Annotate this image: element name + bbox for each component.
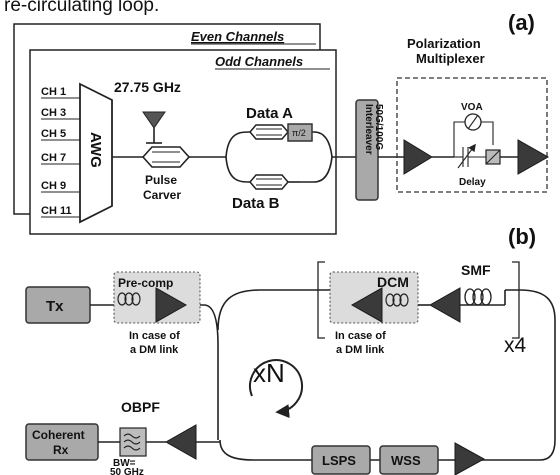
odd-channels-label: Odd Channels — [215, 54, 303, 69]
loop-count-label: xN — [253, 358, 285, 388]
data-b-label: Data B — [232, 195, 280, 212]
pre-comp-label: Pre-comp — [118, 276, 173, 290]
interleaver-block — [355, 99, 379, 201]
amplifier-icon — [155, 287, 188, 323]
pol-mux-box — [396, 77, 548, 193]
coherent-rx-label: Rx — [53, 443, 69, 457]
tx-label: Tx — [46, 298, 64, 315]
dm-link-note: In case of — [129, 330, 180, 342]
pulse-carver-modulator — [141, 146, 191, 168]
panel-a-label: (a) — [508, 10, 535, 35]
interleaver-label: 50G/100G — [373, 104, 384, 150]
amplifier-icon — [517, 139, 550, 175]
recirculating-loop — [217, 289, 556, 461]
phase-shifter-label: π/2 — [292, 128, 306, 138]
channel-label: CH 9 — [41, 180, 66, 192]
obpf-filter-icon — [119, 427, 147, 457]
dm-link-note: In case of — [335, 330, 386, 342]
bandwidth-label: BW= — [113, 458, 136, 469]
panel-b-label: (b) — [508, 224, 536, 249]
data-b-modulator — [249, 174, 289, 190]
amplifier-icon — [428, 287, 461, 323]
dm-link-note: a DM link — [130, 344, 179, 356]
amplifier-icon — [164, 424, 197, 460]
channel-label: CH 1 — [41, 86, 66, 98]
channel-label: CH 5 — [41, 128, 66, 140]
caption-fragment: re-circulating loop. — [4, 0, 159, 16]
lsps-label: LSPS — [322, 453, 356, 468]
amplifier-icon — [403, 139, 433, 175]
span-repeat-bracket — [317, 261, 520, 339]
dcm-label: DCM — [377, 274, 409, 290]
coherent-rx-label: Coherent — [32, 428, 85, 442]
span-repeat-label: x4 — [504, 334, 527, 357]
data-a-modulator — [249, 124, 289, 140]
awg-label: AWG — [87, 132, 104, 168]
data-a-label: Data A — [246, 105, 293, 122]
clock-frequency-label: 27.75 GHz — [114, 79, 181, 95]
bandwidth-label: 50 GHz — [110, 467, 144, 475]
channel-label: CH 11 — [41, 205, 72, 217]
dm-link-note: a DM link — [336, 344, 385, 356]
fiber-coil-icon — [464, 288, 492, 306]
smf-label: SMF — [461, 262, 491, 278]
pulse-carver-label: Carver — [143, 188, 181, 202]
pol-mux-label: Polarization — [407, 36, 481, 51]
fiber-coil-icon — [385, 293, 409, 307]
obpf-label: OBPF — [121, 399, 160, 415]
channel-label: CH 7 — [41, 152, 66, 164]
pol-mux-label: Multiplexer — [416, 51, 485, 66]
awg-block — [79, 82, 113, 224]
clock-source-icon — [142, 111, 166, 129]
even-channels-label: Even Channels — [191, 29, 284, 44]
lsps-block — [311, 445, 371, 475]
channel-list: CH 1 CH 3 CH 5 CH 7 CH 9 CH 11 — [41, 86, 80, 218]
interleaver-label: Interleaver — [363, 104, 374, 155]
phase-shifter — [287, 123, 313, 142]
voa-label: VOA — [461, 102, 483, 113]
channel-label: CH 3 — [41, 107, 66, 119]
amplifier-icon — [454, 442, 486, 475]
wss-block — [379, 445, 439, 475]
delay-icon — [457, 143, 476, 169]
odd-channels-box — [29, 49, 337, 235]
fiber-coil-icon — [117, 292, 141, 306]
wss-label: WSS — [391, 453, 421, 468]
pulse-carver-label: Pulse — [145, 173, 177, 187]
loop-arrow-icon — [249, 359, 304, 419]
delay-label: Delay — [459, 177, 486, 188]
amplifier-icon — [350, 287, 383, 323]
